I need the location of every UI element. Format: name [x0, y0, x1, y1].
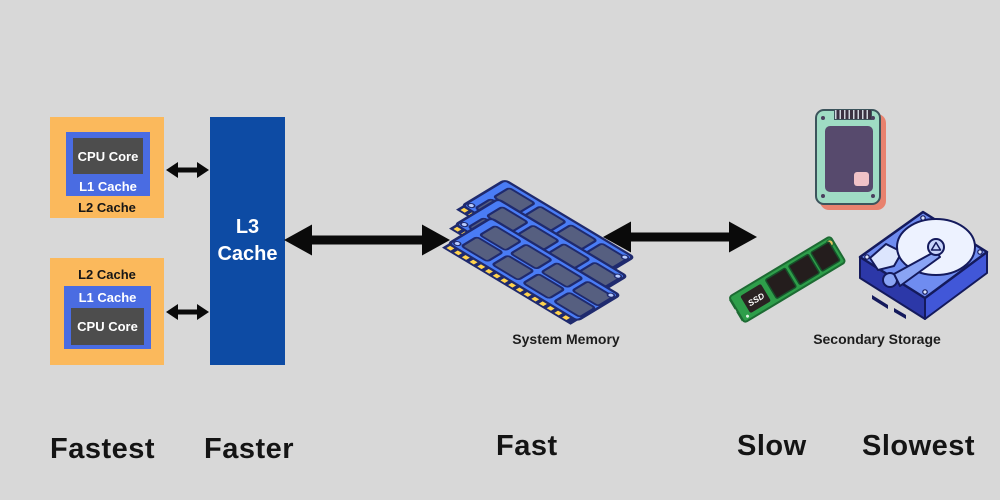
l3-label-line2: Cache [217, 243, 278, 265]
sata-ssd-icon [812, 106, 892, 216]
speed-label-fast: Fast [496, 430, 558, 462]
ssd-sticker [854, 172, 869, 186]
ram-module-icon [440, 168, 660, 330]
cpu-core-label: CPU Core [77, 319, 138, 334]
l2-cache-label: L2 Cache [78, 267, 136, 282]
speed-label-faster: Faster [204, 433, 295, 465]
hard-drive-icon [858, 210, 989, 320]
double-arrow-icon [603, 221, 757, 253]
double-arrow-icon [284, 224, 450, 256]
l3-cache-box: L3 Cache [210, 117, 285, 365]
double-arrow-icon [166, 162, 209, 178]
ssd-label-area [825, 126, 873, 192]
cpu-core-label: CPU Core [77, 148, 139, 164]
speed-label-slowest: Slowest [862, 430, 976, 462]
speed-label-slow: Slow [737, 430, 807, 462]
l2-cache-label: L2 Cache [78, 200, 136, 215]
cpu-block-2: L2 Cache L1 Cache CPU Core [50, 258, 164, 365]
cpu-core-box-2: CPU Core [71, 308, 144, 345]
l1-cache-label: L1 Cache [79, 179, 137, 194]
ssd-body [815, 109, 881, 205]
cpu-core-box-1: CPU Core [73, 138, 143, 174]
l1-cache-label: L1 Cache [78, 290, 137, 305]
secondary-storage-caption: Secondary Storage [813, 331, 941, 347]
system-memory-caption: System Memory [512, 331, 620, 347]
l1-cache-box-2: L1 Cache CPU Core [64, 286, 151, 349]
double-arrow-icon [166, 304, 209, 320]
l3-label-line1: L3 [235, 216, 260, 238]
speed-label-fastest: Fastest [50, 433, 156, 465]
cpu-block-1: CPU Core L1 Cache L2 Cache [50, 117, 164, 218]
ssd-barcode [834, 109, 872, 120]
m2-ssd-icon: SSD [729, 236, 846, 323]
l1-cache-box-1: CPU Core L1 Cache [66, 132, 150, 196]
